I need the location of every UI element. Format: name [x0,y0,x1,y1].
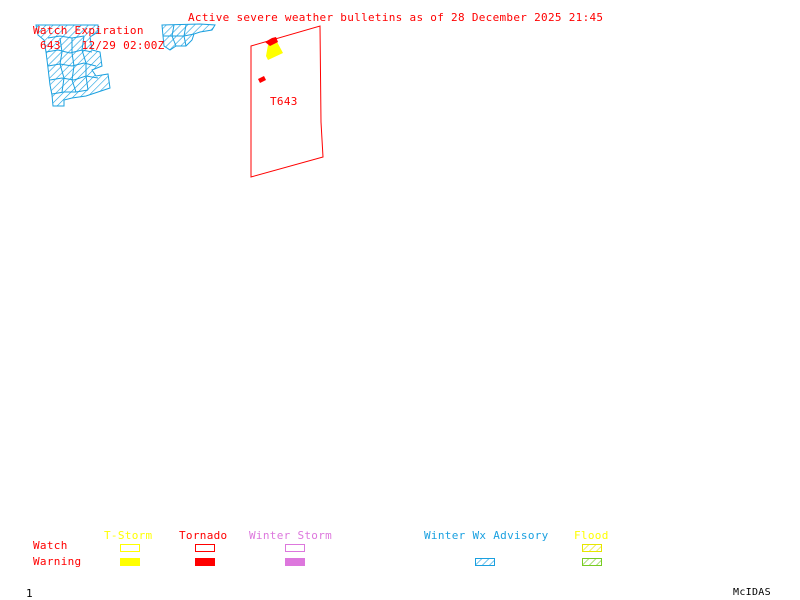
legend-row-warning: Warning [33,555,82,568]
legend-col-tstorm: T-Storm [104,529,153,542]
legend-flood-warning-swatch [582,558,602,566]
watch-label-t643: T643 [270,95,298,108]
watch-expiration-entry: 643 12/29 02:00Z [40,39,165,52]
legend-col-winter-advisory: Winter Wx Advisory [424,529,549,542]
legend-col-tornado: Tornado [179,529,228,542]
tornado-warning-polygon[interactable] [265,37,278,46]
legend-tornado-warning-swatch [195,558,215,566]
winter-advisory-area-west [35,24,111,107]
legend-flood-watch-swatch [582,544,602,552]
legend-row-watch: Watch [33,539,68,552]
mcidas-brand: McIDAS [733,587,771,598]
legend-tornado-watch-swatch [195,544,215,552]
legend-winter-storm-warning-swatch [285,558,305,566]
frame-number: 1 [26,587,33,600]
legend-col-winter-storm: Winter Storm [249,529,333,542]
tornado-warning-polygon[interactable] [258,76,266,83]
watch-expiration-heading: Watch Expiration [33,24,144,37]
bulletin-title: Active severe weather bulletins as of 28… [188,11,604,24]
legend-tstorm-warning-swatch [120,558,140,566]
legend-winter-storm-watch-swatch [285,544,305,552]
legend-col-flood: Flood [574,529,609,542]
legend-tstorm-watch-swatch [120,544,140,552]
legend-winter-advisory-swatch [475,558,495,566]
winter-advisory-area-east [161,23,216,51]
tornado-watch-polygon-t643[interactable] [250,25,324,178]
